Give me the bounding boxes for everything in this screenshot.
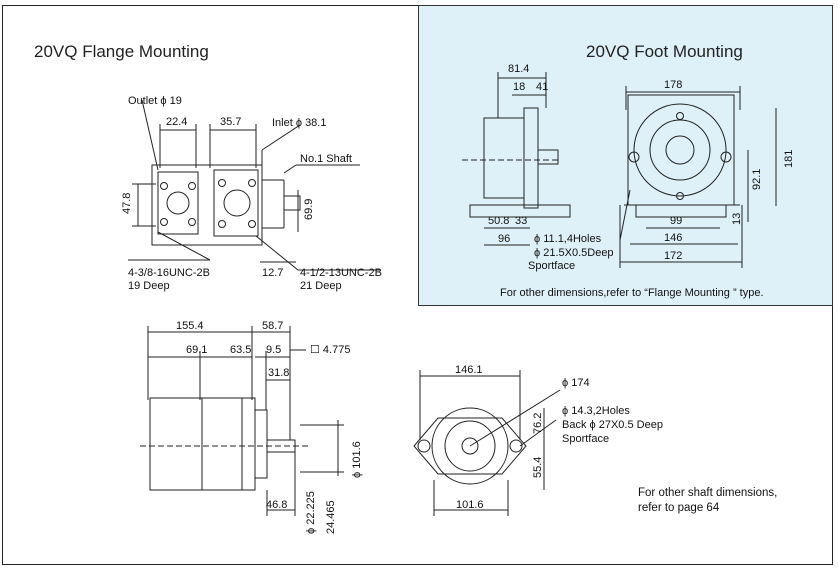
side-dim-101-6: ϕ 101.6 — [351, 441, 363, 478]
foot-dim-146: 146 — [664, 232, 682, 244]
foot-dim-181: 181 — [783, 150, 795, 168]
front-dim-55-4: 55.4 — [532, 457, 544, 478]
thread-2-spec: 4-1/2-13UNC-2B — [300, 267, 382, 279]
dim-12-7: 12.7 — [262, 267, 283, 279]
shaft-note-line-2: refer to page 64 — [638, 501, 777, 516]
foot-spotface-depth: ϕ 21.5X0.5Deep — [534, 247, 614, 259]
front-dim-101-6: 101.6 — [456, 499, 484, 511]
side-dim-63-5: 63.5 — [230, 344, 251, 356]
thread-2-depth: 21 Deep — [300, 280, 342, 292]
foot-holes-label: ϕ 11.1,4Holes — [534, 233, 602, 245]
shaft-dimension-note: For other shaft dimensions, refer to pag… — [638, 486, 777, 516]
foot-dim-18: 18 — [513, 81, 525, 93]
front-back-spotface: Back ϕ 27X0.5 Deep — [562, 419, 663, 431]
foot-dim-96: 96 — [498, 233, 510, 245]
side-dim-69-1: 69.1 — [186, 344, 207, 356]
foot-note: For other dimensions,refer to “Flange Mo… — [500, 287, 764, 299]
side-key-square: ☐ 4.775 — [310, 344, 350, 356]
dim-47-8: 47.8 — [121, 193, 133, 214]
inlet-label: Inlet ϕ 38.1 — [272, 117, 326, 129]
foot-dim-99: 99 — [670, 215, 682, 227]
foot-dim-50-8: 50.8 — [488, 215, 509, 227]
foot-dim-81-4: 81.4 — [508, 63, 529, 75]
foot-dim-178: 178 — [664, 79, 682, 91]
side-dim-155-4: 155.4 — [176, 320, 204, 332]
side-dim-58-7: 58.7 — [262, 320, 283, 332]
outlet-label: Outlet ϕ 19 — [128, 95, 182, 107]
shaft-note-page-text: refer to page — [638, 502, 704, 514]
foot-dim-92-1: 92.1 — [751, 169, 763, 190]
side-dim-22-225: ϕ 22.225 — [305, 491, 317, 534]
front-holes-label: ϕ 14.3,2Holes — [562, 405, 630, 417]
foot-dim-13: 13 — [731, 213, 743, 225]
foot-mounting-title: 20VQ Foot Mounting — [586, 42, 743, 61]
front-dim-174: ϕ 174 — [562, 377, 590, 389]
dim-22-4: 22.4 — [166, 116, 187, 128]
foot-mounting-panel — [418, 5, 833, 306]
side-dim-24-465: 24.465 — [325, 500, 337, 534]
shaft-note-page-number[interactable]: 64 — [706, 502, 720, 514]
dim-69-9: 69.9 — [303, 199, 315, 220]
foot-spotface-label: Sportface — [528, 260, 575, 272]
front-dim-76-2: 76.2 — [532, 413, 544, 434]
foot-dim-41: 41 — [536, 81, 548, 93]
foot-dim-172: 172 — [664, 250, 682, 262]
thread-1-depth: 19 Deep — [128, 280, 170, 292]
dim-35-7: 35.7 — [220, 116, 241, 128]
side-dim-46-8: 46.8 — [266, 499, 287, 511]
front-spotface-label: Sportface — [562, 433, 609, 445]
side-dim-9-5: 9.5 — [266, 344, 281, 356]
thread-1-spec: 4-3/8-16UNC-2B — [128, 267, 210, 279]
shaft-label: No.1 Shaft — [300, 153, 352, 165]
side-dim-31-8: 31.8 — [268, 367, 289, 379]
flange-mounting-title: 20VQ Flange Mounting — [34, 42, 209, 61]
foot-dim-33: 33 — [515, 215, 527, 227]
front-dim-146-1: 146.1 — [455, 364, 483, 376]
shaft-note-line-1: For other shaft dimensions, — [638, 487, 778, 499]
